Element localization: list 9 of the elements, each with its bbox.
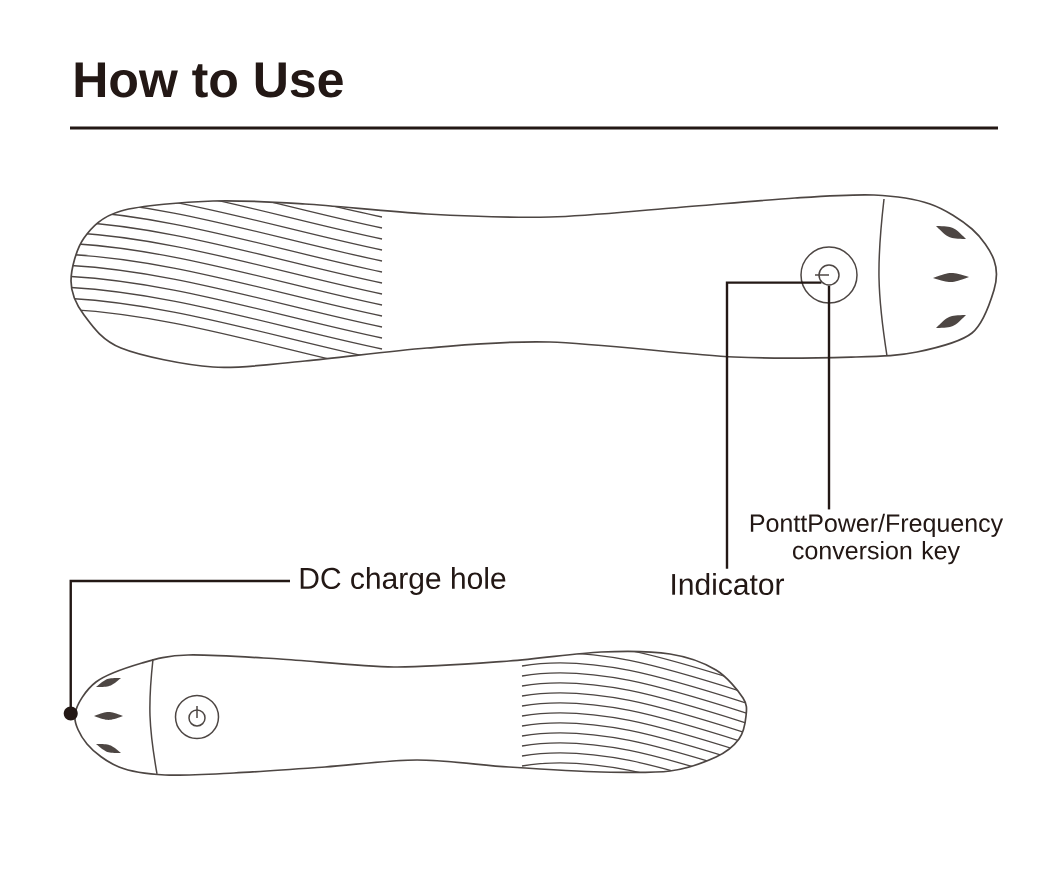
- device-drawing: [70, 193, 998, 369]
- callout-label: DC charge hole: [300, 567, 506, 595]
- power-symbol: [814, 264, 840, 286]
- device-drawing: [73, 650, 748, 777]
- leader-line: [827, 285, 831, 510]
- leader-line: [725, 281, 822, 569]
- callout-label: PonttPower/Frequency conversion key: [750, 513, 1004, 565]
- title: How to Use: [75, 62, 343, 98]
- callout-label: Indicator: [672, 572, 784, 595]
